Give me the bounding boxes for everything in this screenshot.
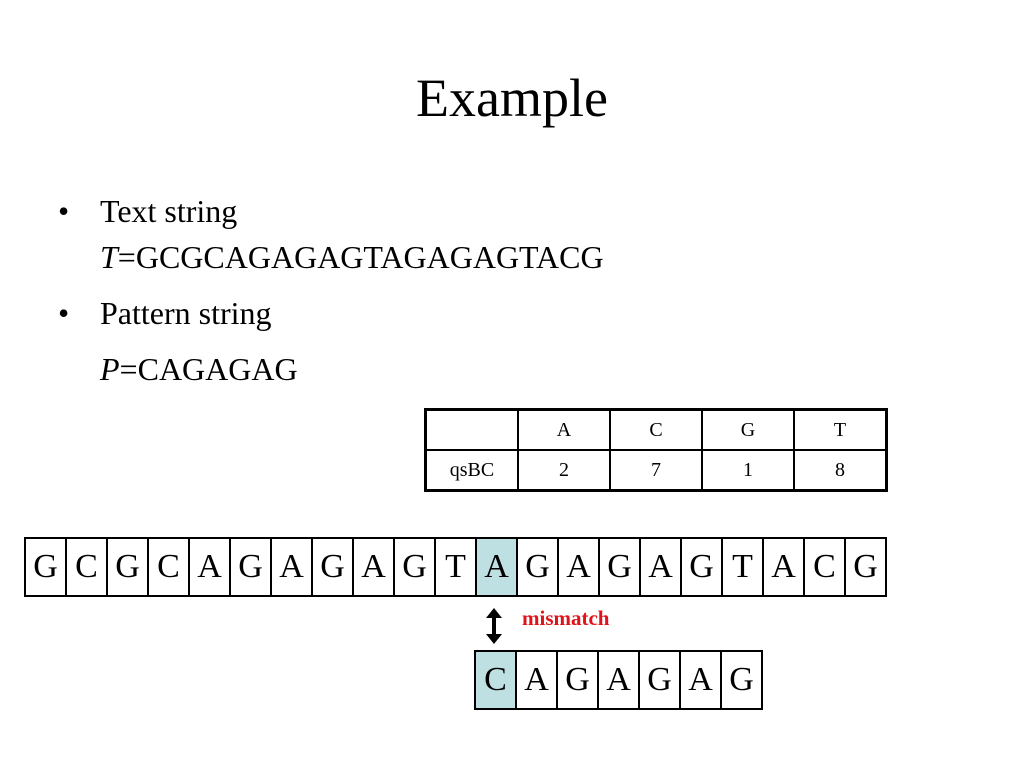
text-cell: G bbox=[108, 539, 149, 595]
text-cell-highlighted: A bbox=[477, 539, 518, 595]
text-cell: G bbox=[518, 539, 559, 595]
text-cell: A bbox=[641, 539, 682, 595]
qsbc-value-cell: 1 bbox=[701, 449, 795, 492]
pattern-cell: A bbox=[599, 652, 640, 708]
text-cell: G bbox=[313, 539, 354, 595]
slide-title: Example bbox=[416, 68, 608, 128]
pattern-string-label: Pattern string bbox=[100, 295, 272, 331]
pattern-cell-highlighted: C bbox=[476, 652, 517, 708]
qsbc-header-cell: C bbox=[609, 408, 703, 451]
qsbc-value-cell: 8 bbox=[793, 449, 888, 492]
text-cell: T bbox=[436, 539, 477, 595]
text-cell: G bbox=[600, 539, 641, 595]
qsbc-header-cell bbox=[424, 408, 519, 451]
pattern-variable: P bbox=[100, 351, 120, 387]
text-cell: G bbox=[26, 539, 67, 595]
text-cell: T bbox=[723, 539, 764, 595]
text-string-label: Text string bbox=[100, 193, 238, 229]
bullet-marker: • bbox=[58, 295, 70, 331]
text-variable: T bbox=[100, 239, 118, 275]
qsbc-value-row: qsBC 2 7 1 8 bbox=[424, 449, 888, 492]
text-cell: A bbox=[354, 539, 395, 595]
double-vertical-arrow-icon bbox=[486, 608, 502, 644]
qsbc-value-cell: 2 bbox=[517, 449, 611, 492]
qsbc-header-cell: A bbox=[517, 408, 611, 451]
text-cell: C bbox=[149, 539, 190, 595]
pattern-cell: G bbox=[558, 652, 599, 708]
bullet-list: • Text string T=GCGCAGAGAGTAGAGAGTACG • … bbox=[58, 188, 858, 392]
text-equation: =GCGCAGAGAGTAGAGAGTACG bbox=[117, 239, 604, 275]
text-cell: A bbox=[190, 539, 231, 595]
text-cell: C bbox=[805, 539, 846, 595]
qsbc-value-cell: 7 bbox=[609, 449, 703, 492]
mismatch-label: mismatch bbox=[522, 606, 610, 630]
text-cell: G bbox=[853, 548, 878, 585]
bullet-pattern-string: • Pattern string P=CAGAGAG bbox=[58, 290, 858, 392]
text-cell: A bbox=[764, 539, 805, 595]
bullet-text-string: • Text string T=GCGCAGAGAGTAGAGAGTACG bbox=[58, 188, 858, 280]
text-cell: A bbox=[559, 539, 600, 595]
qsbc-table: A C G T qsBC 2 7 1 8 bbox=[424, 408, 888, 492]
qsbc-header-cell: T bbox=[793, 408, 888, 451]
text-cell: G bbox=[682, 539, 723, 595]
bullet-marker: • bbox=[58, 193, 70, 229]
text-cell: G bbox=[231, 539, 272, 595]
pattern-string-value: P=CAGAGAG bbox=[100, 346, 858, 392]
qsbc-row-label: qsBC bbox=[424, 449, 519, 492]
pattern-cell: G bbox=[729, 661, 754, 698]
pattern-cell: G bbox=[640, 652, 681, 708]
text-cell: A bbox=[272, 539, 313, 595]
pattern-equation: =CAGAGAG bbox=[119, 351, 298, 387]
pattern-cell: A bbox=[681, 652, 722, 708]
qsbc-header-cell: G bbox=[701, 408, 795, 451]
text-cell: C bbox=[67, 539, 108, 595]
text-string-value: T=GCGCAGAGAGTAGAGAGTACG bbox=[100, 234, 858, 280]
text-cell: G bbox=[395, 539, 436, 595]
pattern-cell: A bbox=[517, 652, 558, 708]
qsbc-header-row: A C G T bbox=[424, 408, 888, 451]
